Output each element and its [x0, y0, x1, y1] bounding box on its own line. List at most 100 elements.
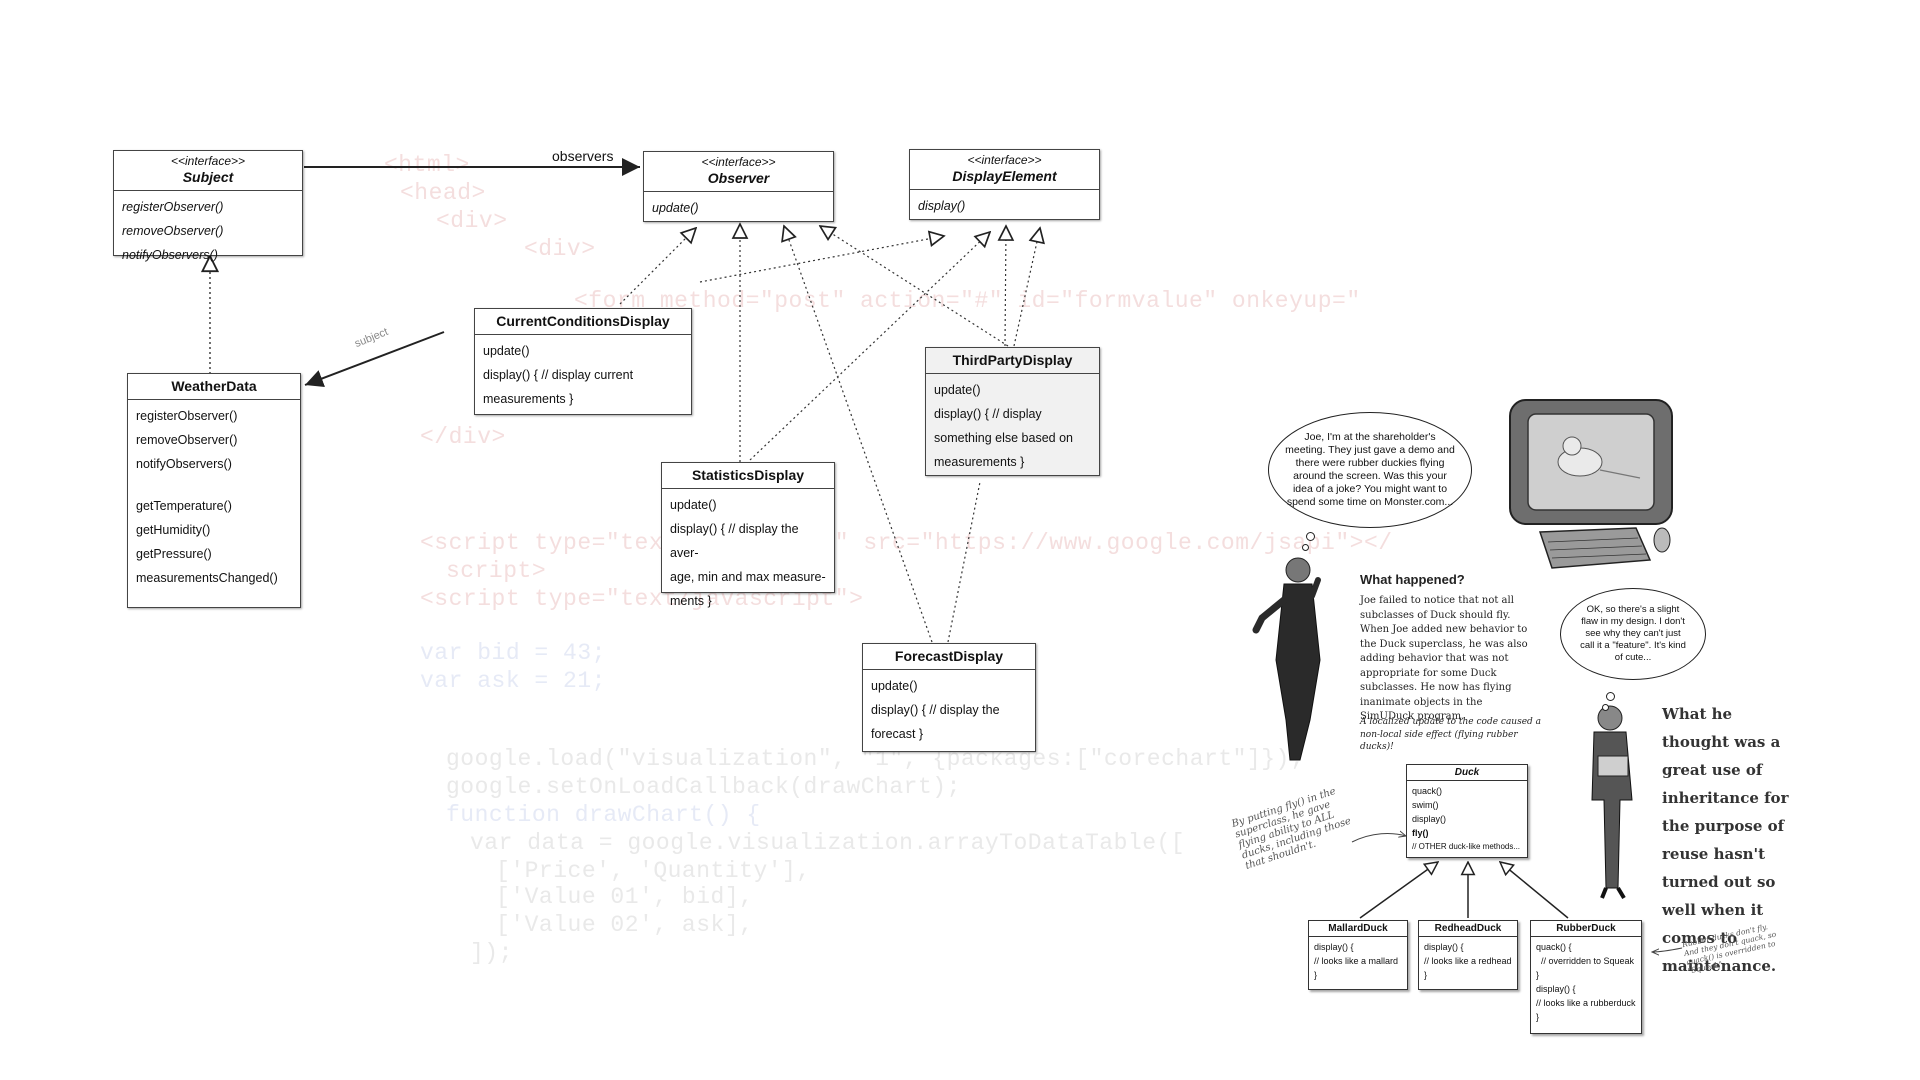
redhead-name: RedheadDuck — [1419, 921, 1517, 937]
code-watermark-line: var ask = 21; — [420, 668, 606, 694]
realization-forecast-observer — [784, 226, 933, 643]
realization-thirdparty-display-2 — [1013, 228, 1040, 347]
duck-name: Duck — [1407, 765, 1527, 781]
weather-data-name: WeatherData — [171, 378, 257, 394]
subject-method: removeObserver() — [122, 224, 224, 238]
duck-method: swim() — [1412, 800, 1439, 810]
rubber-method: // overridden to Squeak — [1536, 956, 1635, 966]
rubber-method: } — [1536, 1012, 1540, 1022]
code-watermark-line: google.load("visualization", "1", {packa… — [446, 746, 1305, 772]
current-conditions-method: update() — [483, 344, 530, 358]
observer-name: Observer — [707, 170, 770, 186]
display-element-method: display() — [918, 199, 966, 213]
forecast-method: display() { // display the — [871, 703, 1000, 717]
realization-thirdparty-display — [1005, 226, 1006, 347]
realization-forecast-display — [947, 481, 981, 643]
inherit-rubber — [1500, 862, 1569, 919]
realization-current-display — [699, 236, 944, 283]
mallard-duck-class: MallardDuck display() { // looks like a … — [1308, 920, 1408, 990]
statistics-method: display() { // display the aver- — [670, 522, 799, 560]
duck-method: // OTHER duck-like methods... — [1412, 842, 1521, 851]
code-watermark-line: <head> — [400, 180, 486, 206]
uml-current-conditions-class: CurrentConditionsDisplay update() displa… — [474, 308, 692, 415]
side-note: What he thought was a great use of inher… — [1662, 705, 1789, 975]
man-figure — [1591, 705, 1633, 900]
third-party-method: display() { // display — [934, 407, 1042, 421]
weather-data-method: getPressure() — [136, 547, 212, 561]
redhead-method: // looks like a redhead — [1424, 956, 1512, 966]
code-watermark-line: function drawChart() { — [446, 802, 761, 828]
rubber-name: RubberDuck — [1531, 921, 1641, 937]
mallard-name: MallardDuck — [1309, 921, 1407, 937]
association-subject — [304, 331, 445, 387]
statistics-method: ments } — [670, 594, 712, 608]
code-watermark-line: var bid = 43; — [420, 640, 606, 666]
mallard-method: // looks like a mallard — [1314, 956, 1399, 966]
speech-bubble-joe: OK, so there's a slight flaw in my desig… — [1560, 588, 1706, 680]
code-watermark-line: script> — [446, 558, 547, 584]
uml-subject-interface: <<interface>> Subject registerObserver()… — [113, 150, 303, 262]
uml-forecast-class: ForecastDisplay update() display() { // … — [862, 643, 1036, 752]
thought-dot — [1302, 544, 1309, 551]
duck-method: quack() — [1412, 786, 1443, 796]
statistics-method: update() — [670, 498, 717, 512]
what-happened-title: What happened? — [1360, 572, 1465, 587]
mallard-method: } — [1314, 970, 1318, 980]
thought-dot — [1606, 692, 1615, 701]
subject-method: notifyObservers() — [122, 248, 218, 262]
uml-third-party-class: ThirdPartyDisplay update() display() { /… — [925, 347, 1100, 476]
weather-data-method: notifyObservers() — [136, 457, 232, 471]
weather-data-method: getHumidity() — [136, 523, 211, 537]
third-party-method: measurements } — [934, 455, 1025, 469]
observer-stereotype: <<interface>> — [701, 155, 776, 169]
subject-method: registerObserver() — [122, 200, 224, 214]
current-conditions-name: CurrentConditionsDisplay — [496, 313, 670, 329]
rubber-method: quack() { — [1536, 942, 1572, 952]
redhead-method: } — [1424, 970, 1428, 980]
display-element-name: DisplayElement — [952, 168, 1057, 184]
observers-label: observers — [552, 148, 614, 164]
rubber-method: } — [1536, 970, 1540, 980]
duck-superclass: Duck quack() swim() display() fly() // O… — [1406, 764, 1528, 858]
display-element-stereotype: <<interface>> — [967, 153, 1042, 167]
subject-stereotype: <<interface>> — [170, 154, 246, 168]
third-party-name: ThirdPartyDisplay — [952, 352, 1073, 368]
current-conditions-method: measurements } — [483, 392, 574, 406]
code-watermark-line: ['Price', 'Quantity'], — [496, 858, 811, 884]
thought-dot — [1306, 532, 1315, 541]
forecast-method: forecast } — [871, 727, 924, 741]
what-happened-body: Joe failed to notice that not all subcla… — [1360, 595, 1528, 722]
code-watermark-line: <div> — [436, 208, 508, 234]
hand-arrow-right — [1652, 947, 1683, 952]
woman-figure — [1252, 557, 1321, 761]
forecast-method: update() — [871, 679, 918, 693]
localized-note: A localized update to the code caused a … — [1360, 717, 1542, 752]
code-watermark-line: <html> — [384, 152, 470, 178]
speech-bubble-boss: Joe, I'm at the shareholder's meeting. T… — [1268, 412, 1472, 528]
rubber-duck-class: RubberDuck quack() { // overridden to Sq… — [1530, 920, 1642, 1034]
weather-data-method: removeObserver() — [136, 433, 238, 447]
code-watermark-line: google.setOnLoadCallback(drawChart); — [446, 774, 961, 800]
uml-observer-interface: <<interface>> Observer update() — [643, 151, 834, 222]
weather-data-method: getTemperature() — [136, 499, 232, 513]
third-party-method: something else based on — [934, 431, 1073, 445]
uml-display-element-interface: <<interface>> DisplayElement display() — [909, 149, 1100, 220]
rubber-method: // looks like a rubberduck — [1536, 998, 1636, 1008]
code-watermark-line: ['Value 02', ask], — [496, 912, 754, 938]
statistics-name: StatisticsDisplay — [691, 467, 805, 483]
third-party-method: update() — [934, 383, 981, 397]
code-watermark-line: <div> — [524, 236, 596, 262]
code-watermark-line: </div> — [420, 424, 506, 450]
thought-dot — [1602, 704, 1609, 711]
weather-data-method: measurementsChanged() — [136, 571, 278, 585]
uml-statistics-class: StatisticsDisplay update() display() { /… — [661, 462, 835, 608]
weather-data-method: registerObserver() — [136, 409, 238, 423]
uml-weather-data-class: WeatherData registerObserver() removeObs… — [127, 373, 301, 608]
forecast-name: ForecastDisplay — [894, 648, 1004, 664]
inherit-mallard — [1359, 862, 1438, 919]
mallard-method: display() { — [1314, 942, 1354, 952]
realization-current-observer — [619, 228, 696, 305]
realization-statistics-display — [749, 232, 990, 461]
